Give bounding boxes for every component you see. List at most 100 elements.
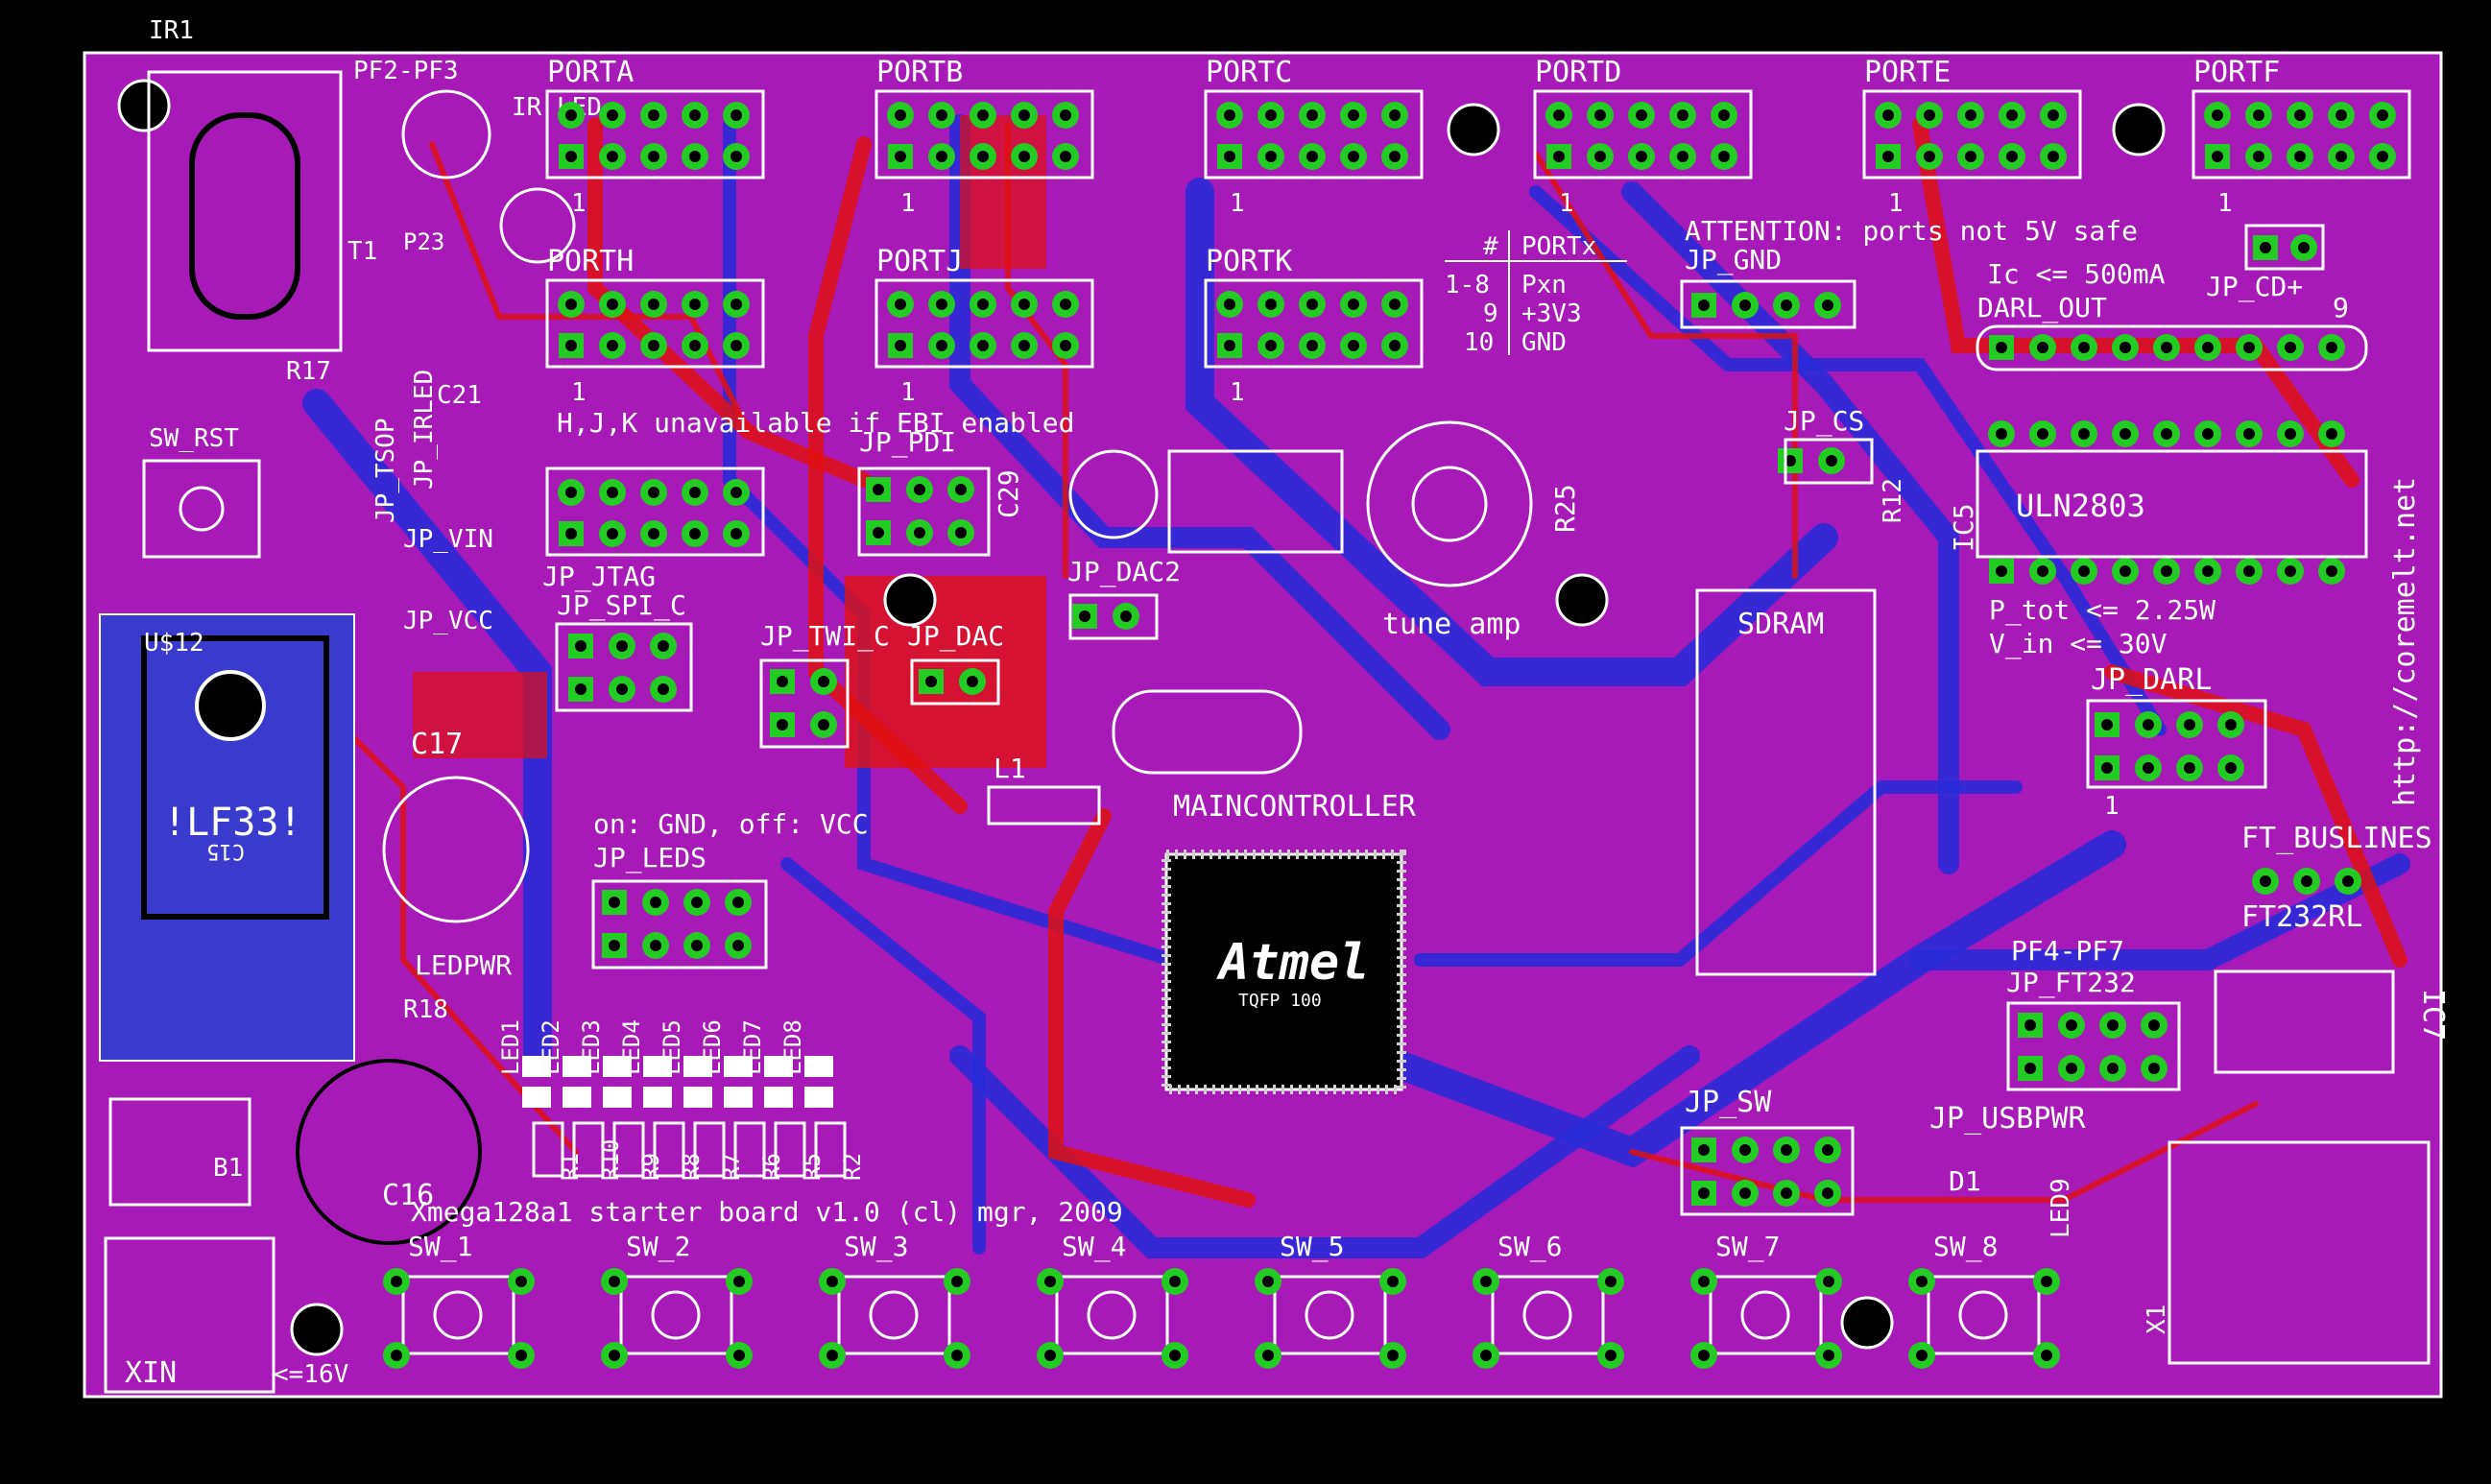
pad-hole [1916,1350,1928,1361]
pad-hole [648,299,659,310]
pad-hole [648,109,659,121]
led-label: LED1 [497,1019,524,1075]
r17-label: R17 [286,357,331,386]
jumper-pins [770,711,837,738]
pad-hole [689,109,701,121]
pad-hole [731,109,742,121]
copper-pour [845,576,1046,768]
led-label: LED2 [538,1019,564,1075]
pf4pf7-label: PF4-PF7 [2011,935,2124,967]
pad-hole [2184,762,2195,774]
jp-vcc-label: JP_VCC [403,607,493,635]
pad-hole [2101,762,2113,774]
amp-ic-outline [1167,449,1344,554]
port-table-r3c1: 10 [1464,328,1494,357]
pad-hole [1018,109,1030,121]
pad-hole [2294,151,2306,162]
pad-hole [2285,565,2296,577]
b1-outline [108,1097,251,1207]
switch-outline [1273,1275,1387,1355]
regulator-body [141,635,329,920]
x1-label: X1 [2143,1304,2171,1334]
led-pad [804,1056,833,1077]
resistor-label: R2 [839,1153,866,1181]
switch-8: SW_8 [1908,1231,2060,1369]
pad-hole [2107,1019,2119,1031]
switch-button [433,1290,483,1340]
c16-outline [296,1059,482,1245]
jp-vin-label: JP_VIN [403,525,493,554]
jumper-pins [866,519,974,546]
pad-hole [1224,109,1235,121]
pad-hole [1060,340,1071,351]
switch-label: SW_1 [408,1231,472,1263]
switch-label: SW_3 [844,1231,908,1263]
pad-hole [955,527,967,539]
tqfp-label: TQFP 100 [1238,991,1322,1011]
bottom-trace [1529,185,2167,736]
pad-hole [2037,565,2048,577]
port-table-r2c2: +3V3 [1521,299,1582,328]
header-pin1: 1 [1230,189,1245,218]
pad-hole [1079,610,1090,622]
pad-hole [609,1350,620,1361]
ic5-label: IC5 [1948,503,1979,552]
jumper-pins [602,889,752,916]
resistor-outline [693,1121,726,1178]
atmel-logo: Atmel [1216,934,1370,992]
switch-label: SW_4 [1062,1231,1126,1263]
header-label-porte: PORTE [1864,56,1951,89]
pad-hole [1348,151,1359,162]
jp-dac2-area-c29: C29 [993,469,1024,518]
pad-hole [977,151,989,162]
jumper-pins [2095,711,2244,738]
pad-hole [1480,1276,1492,1287]
sw-rst-button [179,486,225,532]
ic7-label: IC7 [2416,989,2450,1041]
pad-hole [650,940,661,951]
pad-hole [2335,109,2347,121]
switch-button [1305,1290,1354,1340]
pad-hole [1169,1350,1181,1361]
port-table-hash: # [1483,232,1498,261]
pad-hole [2243,565,2255,577]
jp-twi-c-outline [759,658,850,749]
header-label-portj: PORTJ [876,245,963,278]
pad-hole [873,527,884,539]
irled-outline [401,89,491,180]
pad-hole [1718,151,1730,162]
top-trace [429,141,752,435]
pad-hole [1636,109,1647,121]
pad-hole [2120,342,2131,353]
header-pin1: 1 [2217,189,2233,218]
pad-hole [2202,565,2214,577]
crystal-q1-outline [1112,689,1303,775]
pad-hole [2143,762,2154,774]
copper-pour [960,115,1046,269]
sw-rst-label: SW_RST [149,424,239,453]
pad-hole [1060,109,1071,121]
pad-hole [2260,875,2271,887]
pad-hole [873,484,884,495]
pad-hole [895,340,906,351]
pad-hole [575,640,587,652]
pad-hole [1698,1276,1710,1287]
r25-pot-outline [1366,420,1533,587]
pad-hole [895,151,906,162]
pad-hole [732,940,744,951]
mount-hole-br [1840,1296,1894,1350]
header-pin1: 1 [900,189,916,218]
pad-hole [2143,719,2154,730]
pad-hole [565,487,577,498]
pad-hole [731,299,742,310]
pad-hole [607,487,618,498]
mount-hole-center [883,573,937,627]
jumper-pins [568,676,677,703]
pad-hole [2161,565,2172,577]
led-pad [603,1087,632,1108]
switch-button [1740,1290,1790,1340]
